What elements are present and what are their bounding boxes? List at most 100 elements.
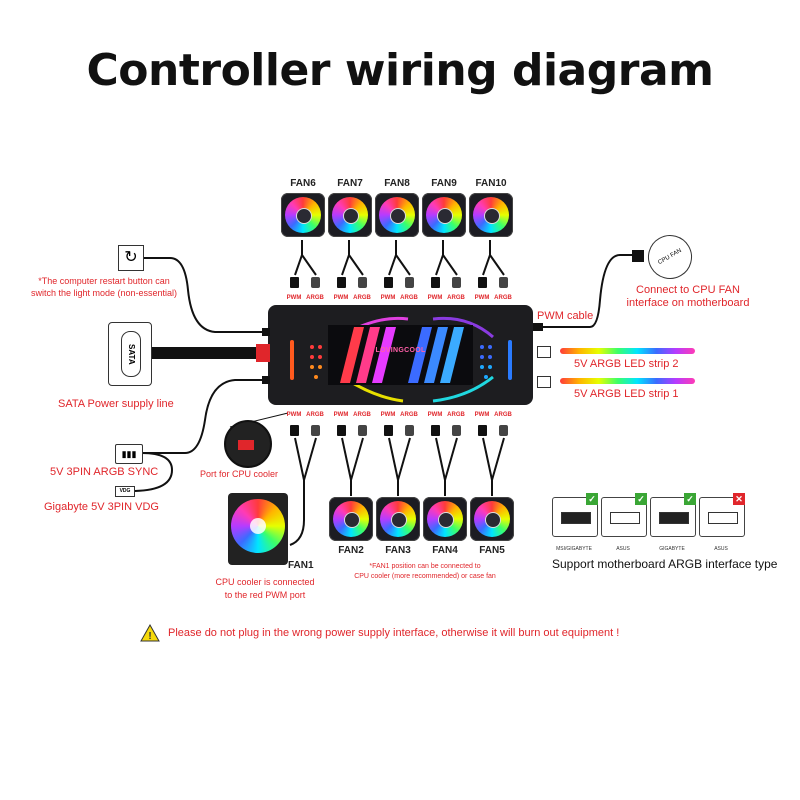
header-type-caption: MSI/GIGABYTE	[556, 546, 592, 552]
pwm-plug[interactable]	[478, 277, 487, 288]
fan-icon	[375, 193, 419, 237]
argb-plug[interactable]	[405, 277, 414, 288]
cpu-cooler-note: CPU cooler is connected to the red PWM p…	[215, 577, 315, 600]
pwm-cable-port[interactable]	[533, 323, 543, 331]
fan-label: FAN8	[384, 178, 410, 189]
fan-label: FAN9	[431, 178, 457, 189]
controller-hub: LOVINGCOOL	[268, 305, 533, 405]
vdg-connector: VDG	[115, 486, 135, 497]
cpu-cooler-icon	[228, 493, 288, 565]
pwm-port-label: PWM	[333, 412, 349, 418]
pwm-port-label: PWM	[427, 412, 443, 418]
led-strip-2-connector[interactable]	[537, 346, 551, 358]
pwm-plug[interactable]	[337, 425, 346, 436]
led-strip-1-connector[interactable]	[537, 376, 551, 388]
check-icon: ✓	[684, 493, 696, 505]
warning-triangle-icon: !	[140, 623, 160, 642]
controller-logo: LOVINGCOOL	[375, 347, 426, 354]
pwm-port-label: PWM	[286, 412, 302, 418]
argb-sync-label: 5V 3PIN ARGB SYNC	[50, 466, 159, 478]
argb-sync-port[interactable]	[262, 376, 270, 384]
pwm-port-label: PWM	[427, 295, 443, 301]
argb-plug[interactable]	[358, 277, 367, 288]
fan-icon	[328, 193, 372, 237]
wire-pwm-cable	[542, 254, 632, 328]
header-type-caption: ASUS	[616, 546, 630, 552]
fan-icon	[376, 497, 420, 541]
check-icon: ✓	[635, 493, 647, 505]
restart-note: *The computer restart button can switch …	[30, 276, 178, 298]
pwm-port-label: PWM	[333, 295, 349, 301]
wire-vdg	[134, 452, 174, 492]
argb-plug[interactable]	[311, 277, 320, 288]
pwm-port-label: PWM	[286, 295, 302, 301]
argb-plug[interactable]	[405, 425, 414, 436]
led-strip-2	[560, 348, 695, 354]
pwm-plug[interactable]	[384, 277, 393, 288]
wire-fan1	[289, 437, 317, 546]
hub-lights	[290, 316, 512, 403]
pwm-plug[interactable]	[384, 425, 393, 436]
header-type-caption: GIGABYTE	[659, 546, 685, 552]
sata-port[interactable]	[256, 344, 270, 362]
fan-label: FAN3	[385, 545, 411, 556]
cpu-port-label: Port for CPU cooler	[200, 469, 279, 479]
pwm-plug[interactable]	[337, 277, 346, 288]
warning-text: Please do not plug in the wrong power su…	[168, 627, 620, 639]
wire-fan8	[388, 240, 411, 276]
argb-plug[interactable]	[452, 277, 461, 288]
wire-fan2	[341, 437, 364, 496]
fan1-label: FAN1	[288, 560, 314, 571]
wire-fan3	[388, 437, 411, 496]
pwm-plug[interactable]	[290, 277, 299, 288]
argb-plug[interactable]	[311, 425, 320, 436]
support-title: Support motherboard ARGB interface type	[552, 557, 778, 571]
cpu-cooler-port-icon	[224, 420, 272, 468]
fan1-note: *FAN1 position can be connected to CPU c…	[354, 563, 496, 580]
pwm-port-label: PWM	[474, 412, 490, 418]
argb-port-label: ARGB	[306, 295, 324, 301]
argb-port-label: ARGB	[400, 295, 418, 301]
argb-plug[interactable]	[499, 277, 508, 288]
fan-label: FAN4	[432, 545, 458, 556]
pwm-plug[interactable]	[290, 425, 299, 436]
pwm-plug[interactable]	[431, 277, 440, 288]
pwm-plug[interactable]	[478, 425, 487, 436]
led-strip-1	[560, 378, 695, 384]
pwm-port-label: PWM	[380, 412, 396, 418]
argb-port-label: ARGB	[494, 412, 512, 418]
argb-plug[interactable]	[452, 425, 461, 436]
wire-fan10	[482, 240, 505, 276]
sata-cable	[150, 347, 260, 359]
pwm-port-label: PWM	[380, 295, 396, 301]
fan-icon	[329, 497, 373, 541]
argb-plug[interactable]	[358, 425, 367, 436]
fan-icon	[470, 497, 514, 541]
header-type-caption: ASUS	[714, 546, 728, 552]
check-icon: ✓	[586, 493, 598, 505]
cpu-fan-note: Connect to CPU FAN interface on motherbo…	[626, 284, 750, 309]
wire-restart	[142, 257, 262, 333]
fan-icon	[469, 193, 513, 237]
wire-argb-sync	[142, 379, 262, 454]
argb-plug[interactable]	[499, 425, 508, 436]
restart-port[interactable]	[262, 328, 270, 336]
wire-fan4	[435, 437, 458, 496]
fan-icon	[423, 497, 467, 541]
led-strip-2-label: 5V ARGB LED strip 2	[574, 358, 679, 370]
argb-sync-connector-icon: ▮▮▮	[115, 444, 143, 464]
pwm-plug	[632, 250, 644, 262]
fan-label: FAN2	[338, 545, 364, 556]
pwm-plug[interactable]	[431, 425, 440, 436]
sata-label: SATA Power supply line	[58, 398, 174, 410]
fan-label: FAN6	[290, 178, 316, 189]
wire-fan7	[341, 240, 364, 276]
argb-port-label: ARGB	[447, 295, 465, 301]
led-strip-1-label: 5V ARGB LED strip 1	[574, 388, 679, 400]
fan-icon	[281, 193, 325, 237]
argb-header-type	[601, 497, 647, 537]
argb-port-label: ARGB	[447, 412, 465, 418]
argb-port-label: ARGB	[353, 295, 371, 301]
argb-port-label: ARGB	[400, 412, 418, 418]
pwm-cable-label: PWM cable	[537, 310, 594, 322]
